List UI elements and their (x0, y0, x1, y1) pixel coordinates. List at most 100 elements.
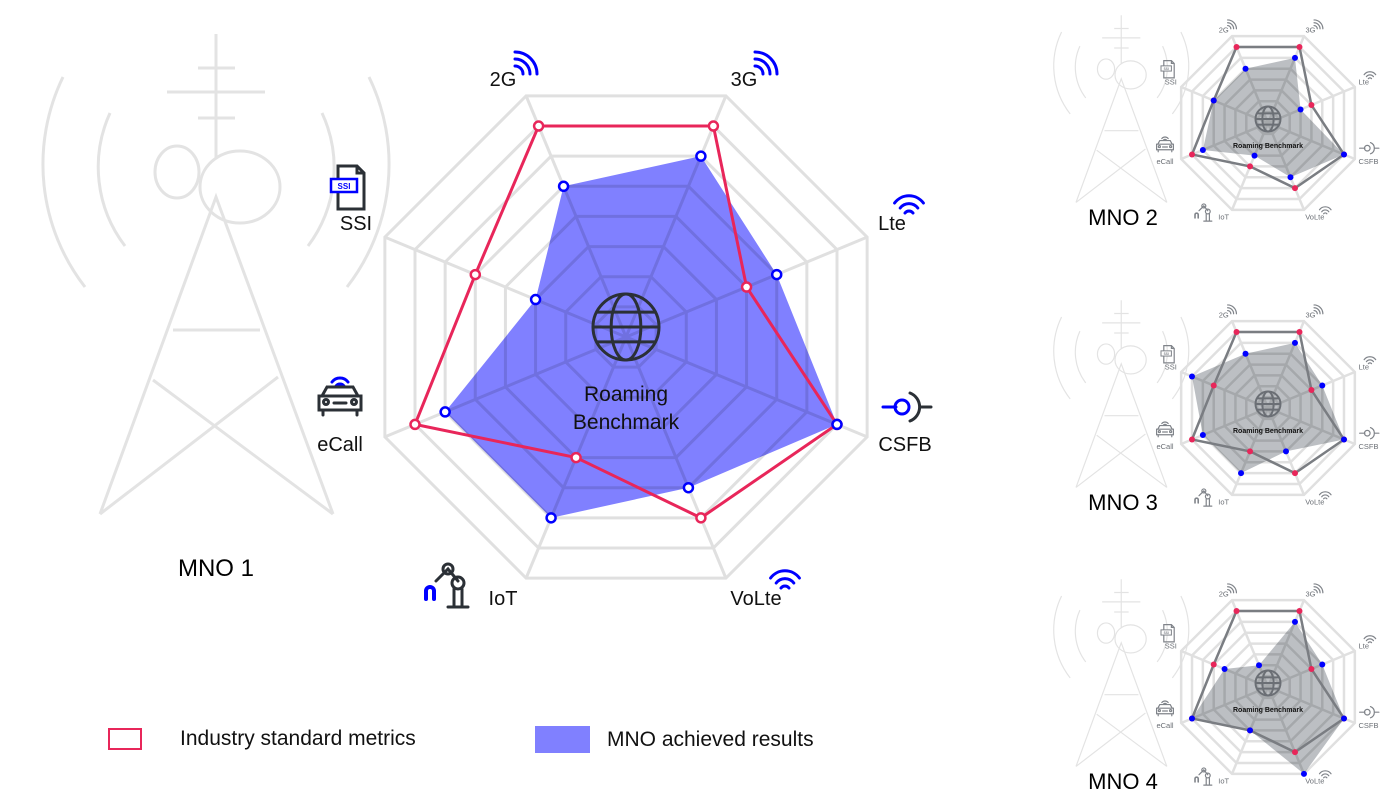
csfb-arc (1369, 706, 1380, 719)
signal-arc (1227, 307, 1235, 315)
industry-point (1308, 102, 1315, 109)
signal-arc (1313, 19, 1324, 30)
signal-arc (513, 50, 539, 76)
car-light (1168, 708, 1173, 713)
mno-point (1199, 146, 1206, 153)
mno-point (1340, 715, 1347, 722)
robot-gripper (1194, 776, 1200, 783)
wifi-arc (1321, 209, 1330, 213)
mno-point (695, 150, 707, 162)
mno-point (770, 268, 783, 281)
sim-file-icon: SSI (1160, 60, 1175, 79)
signal-arc (1227, 24, 1232, 30)
csfb-arc (1369, 427, 1380, 440)
mno-point (1242, 65, 1249, 72)
legend-industry: Industry standard metrics (108, 727, 416, 751)
csfb-icon (881, 391, 933, 423)
signal-icon (753, 50, 779, 76)
tower-icon (1053, 578, 1190, 768)
axis-label: 3G (731, 69, 758, 91)
car-icon (1155, 421, 1174, 438)
robot-joint (1201, 488, 1207, 494)
file-outline (1163, 345, 1175, 364)
axis-label: VoLte (1305, 777, 1324, 786)
car-body (317, 385, 363, 417)
robot-arm-icon (1194, 767, 1213, 786)
wifi-arc (769, 569, 801, 580)
csfb-circle (1363, 708, 1371, 716)
chart-title: MNO 3 (1088, 490, 1158, 515)
industry-point (1308, 387, 1315, 394)
signal-icon (1313, 19, 1324, 30)
industry-point (1296, 608, 1303, 615)
csfb-icon (1359, 427, 1380, 440)
mno-point (1291, 339, 1298, 346)
robot-body (1198, 769, 1213, 786)
car-light (1168, 144, 1173, 149)
robot-joint (450, 575, 466, 591)
car-light (1157, 708, 1161, 713)
mno-point (1340, 151, 1347, 158)
car-light (1157, 429, 1161, 434)
signal-arc (1313, 583, 1324, 594)
signal-arc (1227, 19, 1238, 30)
signal-arc (1313, 24, 1318, 30)
chart-title: MNO 2 (1088, 205, 1158, 230)
file-badge-text: SSI (1164, 352, 1169, 356)
axis-label: IoT (1218, 498, 1229, 507)
axis-label: SSI (1165, 78, 1177, 87)
wifi-icon (893, 194, 925, 215)
robot-gripper (1194, 212, 1200, 219)
axis-label: Lte (1359, 363, 1369, 372)
axis-label: VoLte (1305, 498, 1324, 507)
wifi-icon (1363, 635, 1377, 644)
csfb-arc (1369, 142, 1380, 155)
signal-arc (1227, 583, 1238, 594)
car-wifi (1161, 700, 1169, 705)
legend-swatch-industry (108, 728, 142, 750)
mno-point (1291, 54, 1298, 61)
car-wifi (330, 376, 350, 388)
wifi-arc (1367, 77, 1373, 80)
signal-arc (1227, 304, 1238, 315)
industry-point (1296, 44, 1303, 51)
wifi-arc (1365, 359, 1375, 363)
wifi-arc (1365, 638, 1375, 642)
mno-point (1247, 727, 1254, 734)
globe-icon (1254, 105, 1282, 133)
axis-label: CSFB (1358, 157, 1378, 166)
axis-label: eCall (1156, 157, 1173, 166)
industry-point (1233, 44, 1240, 51)
mno-area (1192, 342, 1344, 474)
signal-arc (1227, 309, 1232, 315)
industry-point (1291, 749, 1298, 756)
wifi-arc (779, 584, 791, 590)
industry-point (1296, 329, 1303, 336)
industry-point (1189, 151, 1196, 158)
axis-label: Lte (878, 213, 906, 235)
car-body (1155, 424, 1174, 438)
signal-icon (1227, 304, 1238, 315)
mno-point (1221, 666, 1228, 673)
industry-point (1210, 382, 1217, 389)
file-badge-text: SSI (1164, 631, 1169, 635)
globe-icon (1254, 390, 1282, 418)
wifi-icon (1318, 491, 1332, 500)
wifi-arc (1323, 776, 1328, 779)
robot-joint (1204, 208, 1211, 215)
car-light (322, 398, 330, 406)
tower-icon (1053, 299, 1190, 489)
mno-point (1189, 715, 1196, 722)
axis-label: 2G (1219, 311, 1229, 320)
industry-point (532, 120, 545, 132)
center-label: Roaming Benchmark (1233, 428, 1303, 435)
wifi-icon (1363, 71, 1377, 80)
globe-parallels (1255, 112, 1281, 126)
globe-parallels (593, 310, 659, 344)
car-wifi (1161, 136, 1169, 141)
mno-point (682, 481, 695, 494)
robot-body (1198, 205, 1213, 222)
